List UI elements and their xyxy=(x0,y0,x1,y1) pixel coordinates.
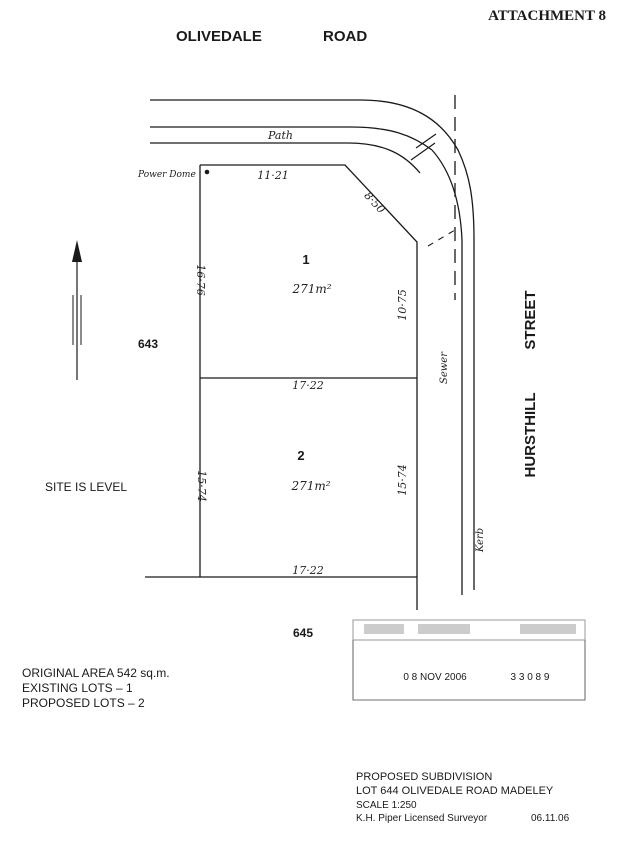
road-name-olivedale: OLIVEDALE xyxy=(176,28,262,45)
lot-boundaries xyxy=(145,164,418,610)
neighbour-lot-west: 643 xyxy=(138,337,158,351)
original-area-note: ORIGINAL AREA 542 sq.m. xyxy=(22,666,170,680)
lot-1-number: 1 xyxy=(302,252,309,267)
lot-2-area: 271m² xyxy=(290,479,330,493)
title-surveyor: K.H. Piper Licensed Surveyor xyxy=(356,813,488,824)
dim-top-boundary: 11·21 xyxy=(257,169,289,182)
power-dome-marker xyxy=(204,169,210,175)
road-type-hursthill: STREET xyxy=(522,290,539,349)
dim-middle-boundary: 17·22 xyxy=(292,379,324,392)
proposed-lots-note: PROPOSED LOTS – 2 xyxy=(22,696,145,710)
path-label: Path xyxy=(267,129,293,142)
road-edges xyxy=(150,99,475,595)
road-name-hursthill: HURSTHILL xyxy=(522,393,539,478)
attachment-label: ATTACHMENT 8 xyxy=(488,8,606,24)
title-line-1: PROPOSED SUBDIVISION xyxy=(356,771,492,783)
title-date: 06.11.06 xyxy=(531,813,570,824)
site-level-note: SITE IS LEVEL xyxy=(45,480,127,494)
kerb-label: Kerb xyxy=(475,528,486,553)
title-line-2: LOT 644 OLIVEDALE ROAD MADELEY xyxy=(356,785,554,797)
sewer-label: Sewer xyxy=(439,351,450,384)
dim-lot2-east: 15·74 xyxy=(396,464,409,496)
title-scale: SCALE 1:250 xyxy=(356,800,417,811)
lot-2-number: 2 xyxy=(297,448,304,463)
stamp-number: 3 3 0 8 9 xyxy=(511,672,550,683)
power-dome-label: Power Dome xyxy=(137,170,196,180)
road-type-olivedale: ROAD xyxy=(323,28,367,45)
stamp-date: 0 8 NOV 2006 xyxy=(403,672,467,683)
lot-1-area: 271m² xyxy=(291,282,331,296)
neighbour-lot-south: 645 xyxy=(293,626,313,640)
existing-lots-note: EXISTING LOTS – 1 xyxy=(22,681,133,695)
dim-corner-truncation: 8·50 xyxy=(361,189,387,216)
dim-lot1-west: 16·76 xyxy=(194,264,207,296)
dim-bottom-boundary: 17·22 xyxy=(292,564,324,577)
dim-lot1-east: 10·75 xyxy=(396,289,409,321)
received-stamp: 0 8 NOV 2006 3 3 0 8 9 xyxy=(352,619,586,701)
north-arrow-icon xyxy=(72,240,82,380)
dim-lot2-west: 15·74 xyxy=(195,470,208,502)
